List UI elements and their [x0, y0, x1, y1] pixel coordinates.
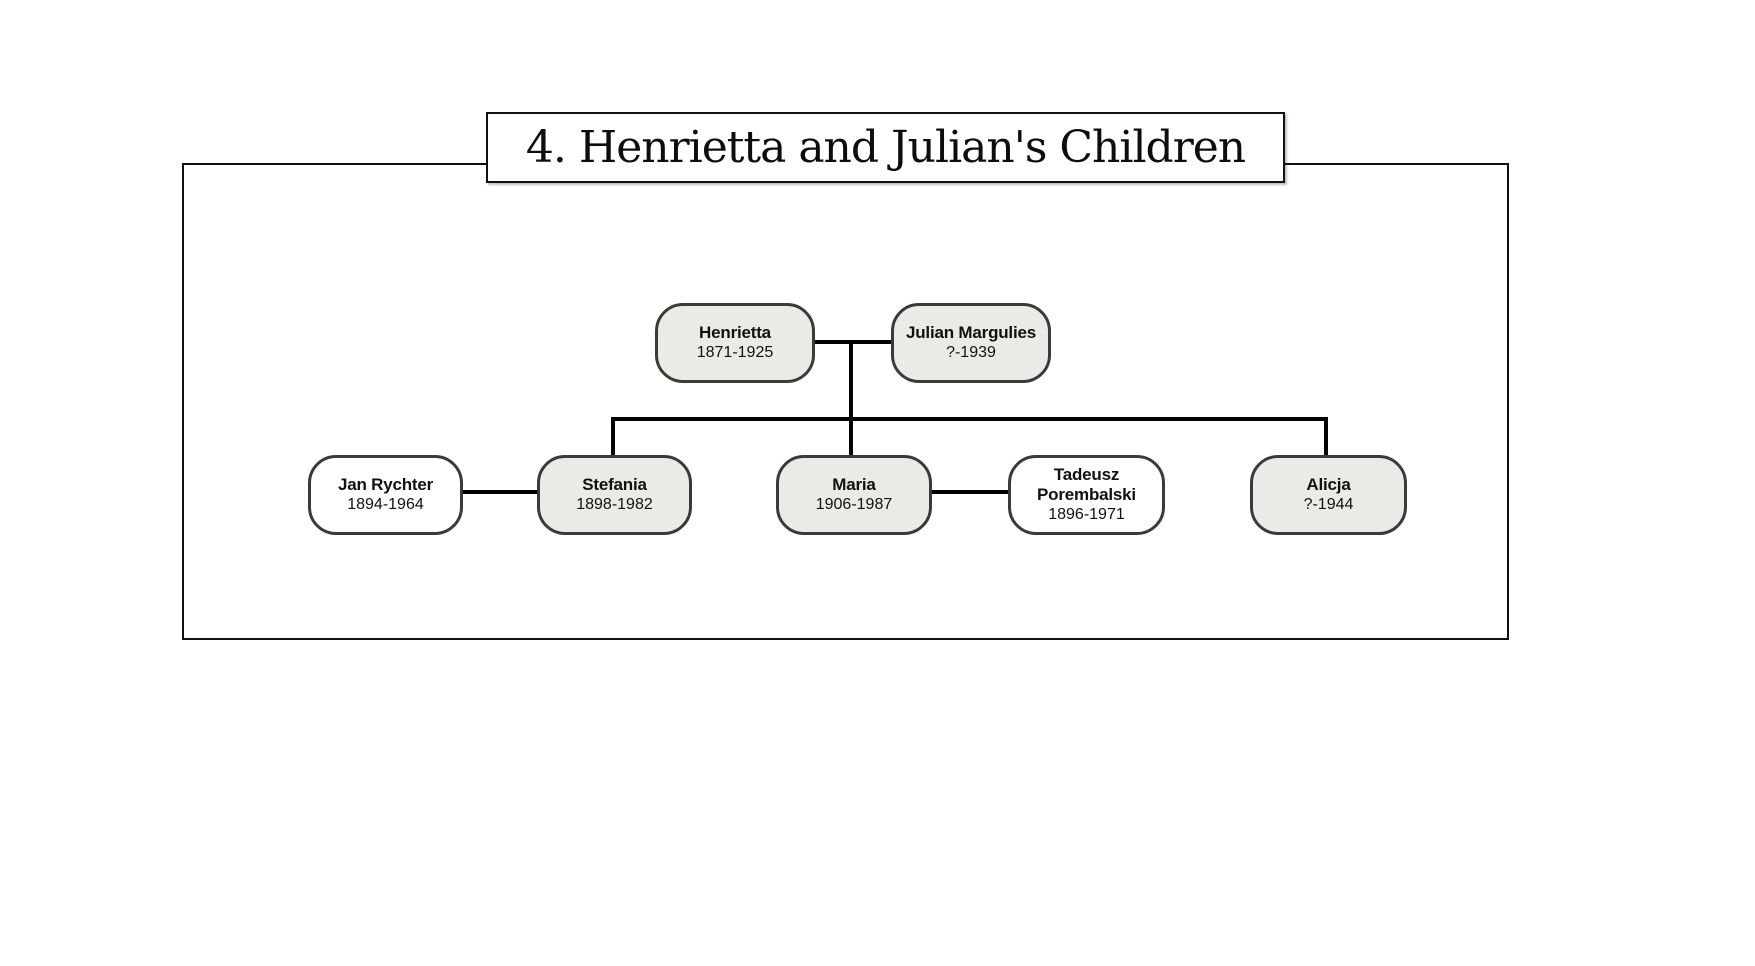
drop-line-stefania: [611, 417, 615, 457]
person-name: Stefania: [582, 475, 647, 494]
person-box-henrietta: Henrietta 1871-1925: [655, 303, 815, 383]
chart-title-box: 4. Henrietta and Julian's Children: [486, 112, 1285, 183]
marriage-line-maria-tadeusz: [932, 490, 1008, 494]
person-name: Jan Rychter: [337, 475, 434, 494]
person-box-alicja: Alicja ?-1944: [1250, 455, 1407, 535]
person-dates: 1896-1971: [1048, 506, 1125, 523]
person-name: Maria: [832, 475, 876, 494]
person-box-stefania: Stefania 1898-1982: [537, 455, 692, 535]
person-dates: 1906-1987: [815, 496, 893, 513]
parent-to-children-vertical-line: [849, 342, 853, 455]
chart-title: 4. Henrietta and Julian's Children: [525, 122, 1246, 173]
person-dates: 1894-1964: [347, 496, 424, 513]
chart-frame: [182, 163, 1509, 640]
person-dates: 1871-1925: [696, 344, 774, 361]
drop-line-alicja: [1324, 417, 1328, 457]
person-name: Alicja: [1306, 475, 1351, 494]
person-box-julian-margulies: Julian Margulies ?-1939: [891, 303, 1051, 383]
person-box-maria: Maria 1906-1987: [776, 455, 932, 535]
person-name: Tadeusz Porembalski: [1037, 465, 1136, 504]
person-dates: ?-1939: [946, 344, 996, 361]
marriage-line-henrietta-julian: [815, 340, 891, 344]
person-name: Julian Margulies: [905, 323, 1036, 342]
person-box-jan-rychter: Jan Rychter 1894-1964: [308, 455, 463, 535]
person-dates: 1898-1982: [576, 496, 653, 513]
person-box-tadeusz-porembalski: Tadeusz Porembalski 1896-1971: [1008, 455, 1165, 535]
marriage-line-jan-stefania: [463, 490, 537, 494]
person-dates: ?-1944: [1303, 496, 1354, 513]
person-name: Henrietta: [699, 323, 771, 342]
children-bus-line: [611, 417, 1328, 421]
